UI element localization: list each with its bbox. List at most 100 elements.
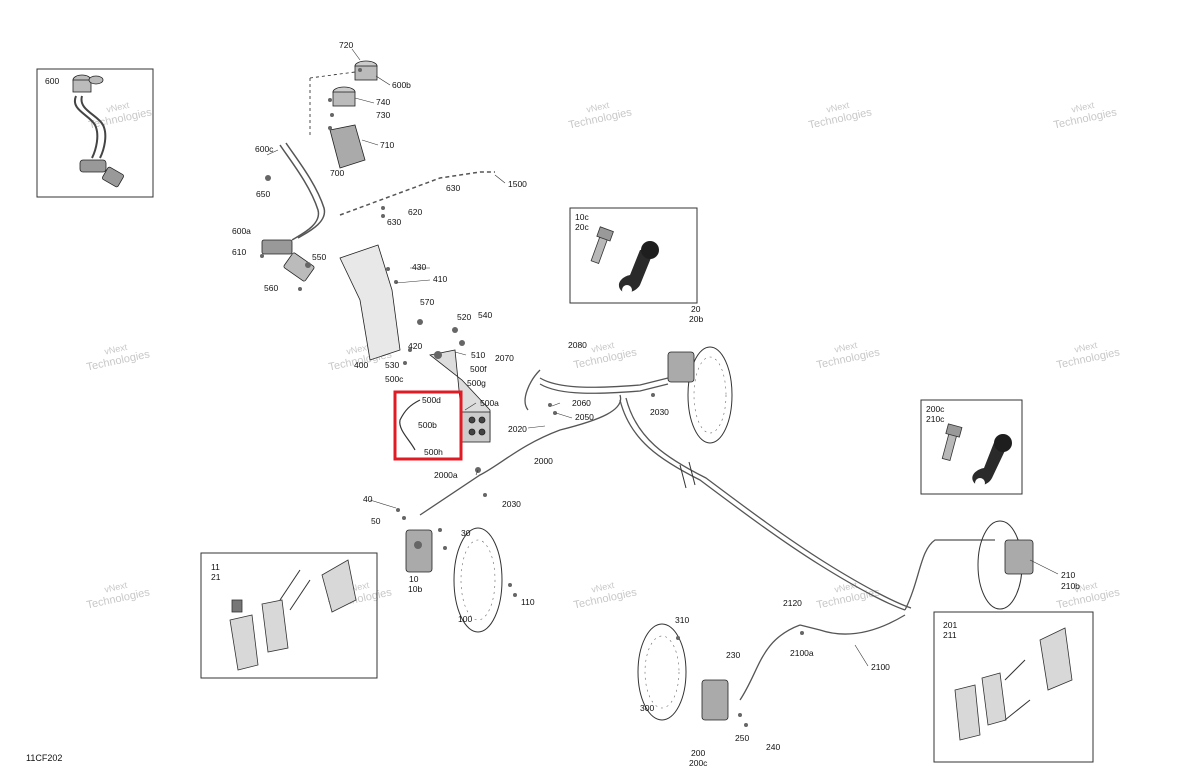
- svg-text:vNext: vNext: [825, 100, 850, 115]
- pedal-bracket: [339, 244, 401, 361]
- part-label: 200: [691, 748, 705, 758]
- part-label: 300: [640, 703, 654, 713]
- part-label: 430: [412, 262, 426, 272]
- watermark: vNext Technologies: [1056, 340, 1122, 372]
- part-label: 30: [461, 528, 471, 538]
- part-label: 630: [446, 183, 460, 193]
- part-label: 530: [385, 360, 399, 370]
- main-brake-line-2100: [619, 397, 995, 635]
- inset-pads-front: 11 21: [200, 552, 378, 679]
- front-right-brake: [667, 346, 733, 444]
- part-labels: 720 600b 740 730 710 700 600c 650 630 15…: [232, 40, 1080, 768]
- part-label: 620: [408, 207, 422, 217]
- svg-text:21: 21: [211, 572, 221, 582]
- svg-text:600: 600: [45, 76, 59, 86]
- part-label: 2000a: [434, 470, 458, 480]
- watermark: vNext Technologies: [86, 342, 152, 374]
- part-label: 2020: [508, 424, 527, 434]
- part-label: 600a: [232, 226, 251, 236]
- svg-text:vNext: vNext: [833, 340, 858, 355]
- pedal-arm-500d: [399, 399, 421, 451]
- part-label: 240: [766, 742, 780, 752]
- part-label: 400: [354, 360, 368, 370]
- svg-text:210c: 210c: [926, 414, 945, 424]
- inset-bleeder-front: 10c 20c: [569, 207, 698, 304]
- front-brake-lines: [419, 369, 669, 516]
- part-label: 20b: [689, 314, 703, 324]
- part-label: 630: [387, 217, 401, 227]
- inset-master-cylinder: 600: [36, 68, 154, 198]
- svg-text:20c: 20c: [575, 222, 589, 232]
- part-label: 500h: [424, 447, 443, 457]
- part-label: 520: [457, 312, 471, 322]
- svg-text:200c: 200c: [926, 404, 945, 414]
- svg-text:vNext: vNext: [345, 342, 370, 357]
- part-label: 200c: [689, 758, 708, 768]
- part-label: 2100: [871, 662, 890, 672]
- part-label: 600c: [255, 144, 274, 154]
- part-label: 210: [1061, 570, 1075, 580]
- watermark: vNext Technologies: [808, 100, 874, 132]
- svg-text:201: 201: [943, 620, 957, 630]
- part-label: 500d: [422, 395, 441, 405]
- part-label: 20: [691, 304, 701, 314]
- svg-text:vNext: vNext: [590, 580, 615, 595]
- svg-text:vNext: vNext: [103, 580, 128, 595]
- svg-text:vNext: vNext: [1070, 100, 1095, 115]
- reservoir-assembly: [309, 60, 378, 169]
- part-label: 560: [264, 283, 278, 293]
- part-label: 500g: [467, 378, 486, 388]
- part-label: 700: [330, 168, 344, 178]
- part-label: 510: [471, 350, 485, 360]
- part-label: 420: [408, 341, 422, 351]
- part-label: 40: [363, 494, 373, 504]
- part-label: 10: [409, 574, 419, 584]
- part-label: 310: [675, 615, 689, 625]
- part-label: 250: [735, 733, 749, 743]
- hardware-bolts: [260, 68, 804, 727]
- leader-lines: [266, 48, 1059, 667]
- front-left-brake: [405, 527, 503, 633]
- part-label: 540: [478, 310, 492, 320]
- part-label: 550: [312, 252, 326, 262]
- part-label: 730: [376, 110, 390, 120]
- part-label: 2070: [495, 353, 514, 363]
- highlight-box: [393, 390, 463, 461]
- watermark-layer: vNext Technologies vNext Technologies vN…: [86, 100, 1122, 612]
- svg-text:vNext: vNext: [105, 100, 130, 115]
- part-label: 500a: [480, 398, 499, 408]
- part-label: 500b: [418, 420, 437, 430]
- part-label: 710: [380, 140, 394, 150]
- watermark: vNext Technologies: [816, 340, 882, 372]
- part-label: 10b: [408, 584, 422, 594]
- svg-text:10c: 10c: [575, 212, 589, 222]
- watermark: vNext Technologies: [573, 580, 639, 612]
- watermark: vNext Technologies: [568, 100, 634, 132]
- part-label: 1500: [508, 179, 527, 189]
- part-label: 500f: [470, 364, 487, 374]
- part-label: 2000: [534, 456, 553, 466]
- part-label: 500c: [385, 374, 404, 384]
- part-label: 230: [726, 650, 740, 660]
- svg-text:vNext: vNext: [833, 580, 858, 595]
- master-cylinder: [261, 239, 315, 282]
- part-label: 2050: [575, 412, 594, 422]
- svg-text:vNext: vNext: [1073, 340, 1098, 355]
- svg-text:vNext: vNext: [103, 342, 128, 357]
- svg-text:vNext: vNext: [585, 100, 610, 115]
- inset-bleeder-rear: 200c 210c: [920, 399, 1023, 495]
- inset-pads-rear: 201 211: [933, 611, 1094, 763]
- part-label: 2030: [650, 407, 669, 417]
- svg-text:vNext: vNext: [1073, 580, 1098, 595]
- line-break-marks: [679, 461, 696, 489]
- part-label: 2060: [572, 398, 591, 408]
- part-label: 410: [433, 274, 447, 284]
- part-label: 570: [420, 297, 434, 307]
- svg-text:211: 211: [943, 630, 957, 640]
- part-label: 2030: [502, 499, 521, 509]
- part-label: 2100a: [790, 648, 814, 658]
- part-label: 50: [371, 516, 381, 526]
- diagram-code: 11CF202: [26, 753, 63, 763]
- svg-text:vNext: vNext: [590, 340, 615, 355]
